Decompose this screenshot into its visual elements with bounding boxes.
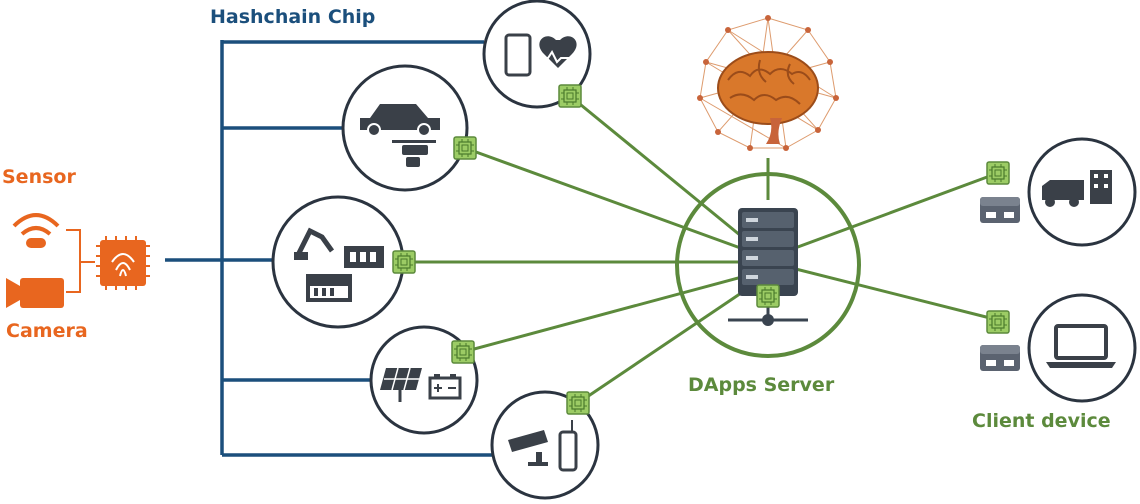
node-solar-battery [369,325,479,435]
drone-icon [392,140,436,167]
fingerprint-chip-icon [96,236,150,290]
cctv-camera-icon [508,430,548,466]
client-box-icon [980,345,1020,371]
camera-label: Camera [6,320,88,342]
hashchain-chip-label: Hashchain Chip [210,6,376,28]
control-panel-icon [344,246,384,268]
sensor-connector [66,229,95,293]
server-rack-icon [728,208,808,326]
robot-arm-icon [295,227,335,257]
meter-icon [558,420,578,472]
heart-pulse-icon [539,36,577,68]
node-factory [271,195,416,329]
truck-icon [1042,180,1084,207]
battery-icon [428,374,462,400]
node-car-drone [341,64,477,192]
node-client-laptop [980,293,1137,403]
building-icon [1090,170,1112,204]
hashchain-bus [165,40,492,457]
client-box-icon [980,197,1020,223]
node-phone-health [482,0,592,109]
sensor-label: Sensor [2,166,76,188]
green-links [404,94,999,405]
car-icon [360,104,440,130]
laptop-icon [1046,324,1116,368]
camera-device-icon [6,278,64,308]
factory-machine-icon [306,274,352,302]
node-cctv-meter [490,390,600,500]
client-device-label: Client device [972,410,1111,432]
smartphone-icon [504,33,532,77]
dapps-server-ring [675,172,861,358]
sensor-wifi-icon [12,213,60,248]
solar-panel-icon [380,367,422,402]
brain-network-icon [697,15,839,151]
dapps-server-label: DApps Server [688,374,835,396]
node-client-logistics [980,137,1137,247]
